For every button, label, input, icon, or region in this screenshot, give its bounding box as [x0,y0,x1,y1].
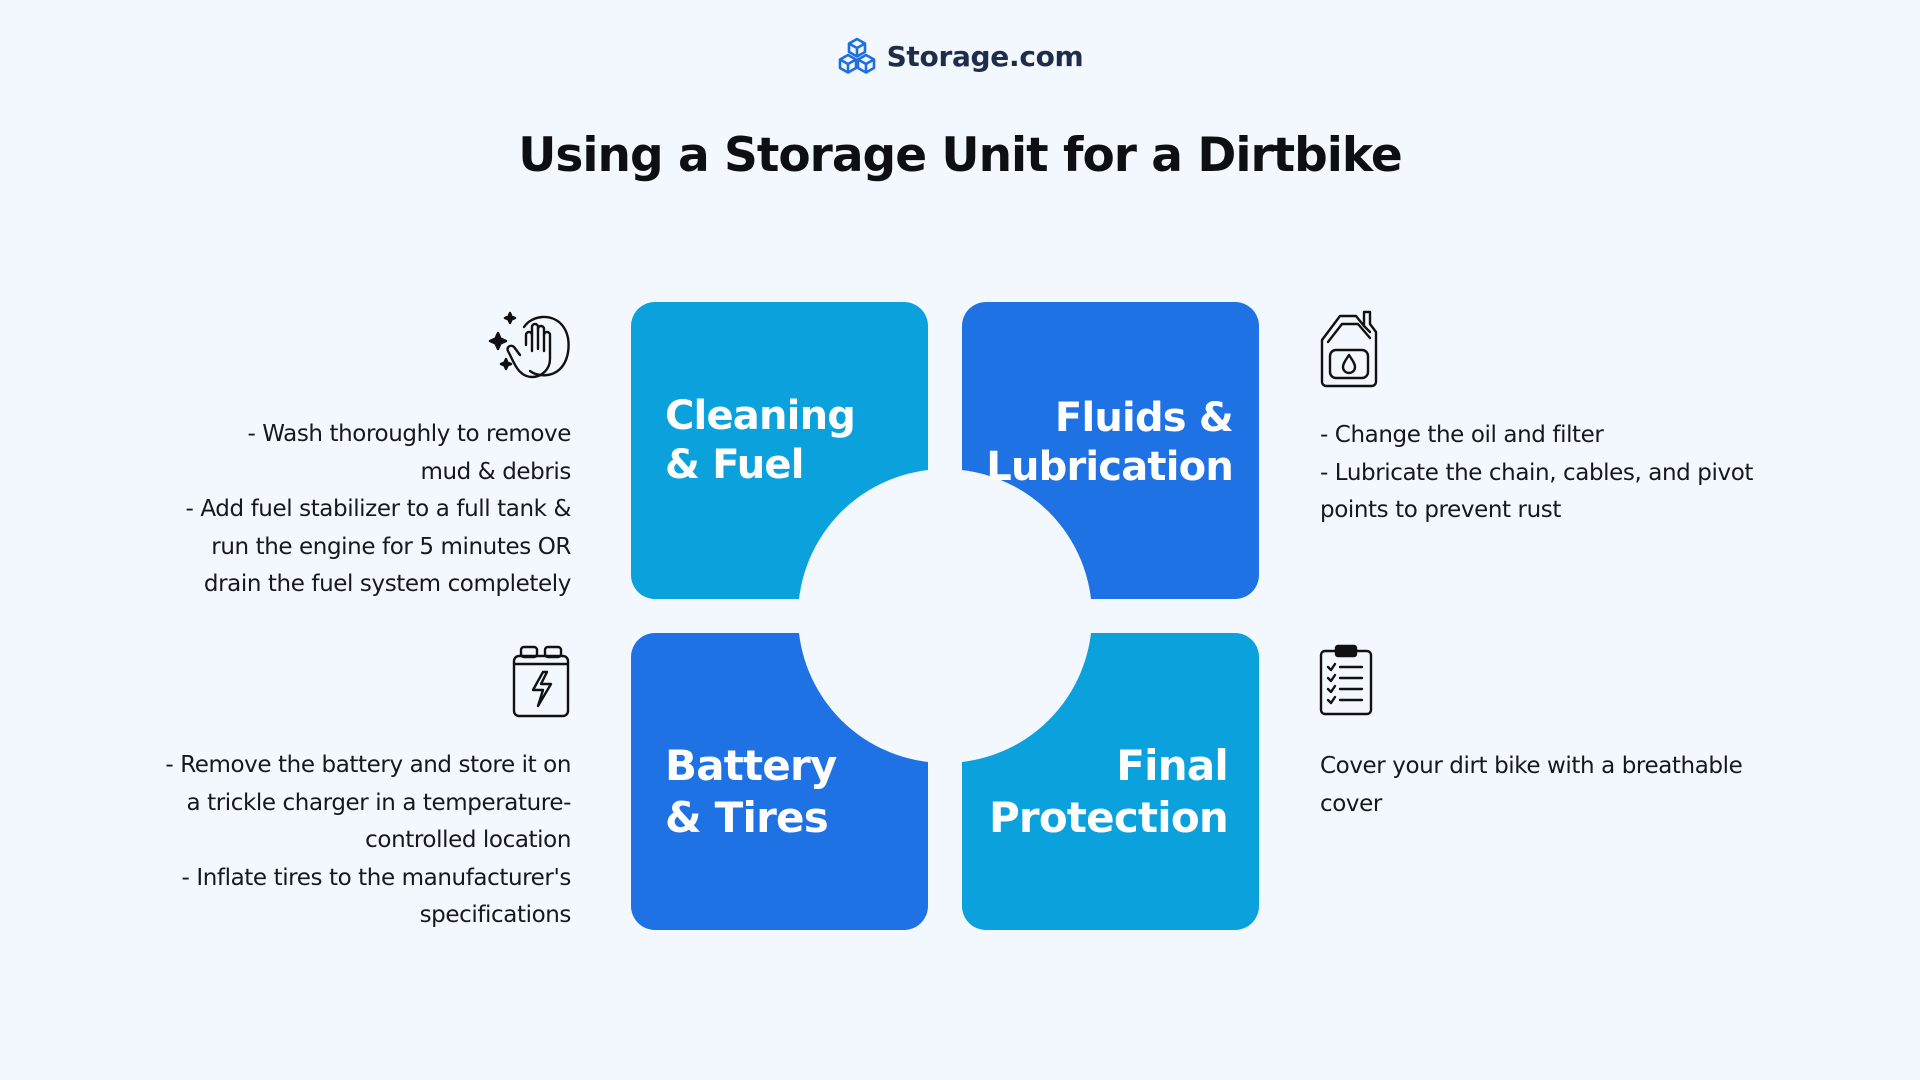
quadrant-final-protection [962,633,1259,930]
brand-logo: Storage.com [0,36,1920,76]
brand-name: Storage.com [886,39,1084,73]
oil-canister-icon [1320,310,1378,388]
description-battery-tires: - Remove the battery and store it on a t… [165,752,571,928]
quadrant-cleaning-fuel [631,302,928,599]
quadrant-label-battery-tires: Battery & Tires [665,741,837,842]
description-cleaning-fuel: - Wash thoroughly to remove mud & debris… [185,421,572,597]
quadrant-label-final-protection: Final Protection [988,741,1229,842]
quadrant-fluids-lubrication [962,302,1259,599]
four-quadrant-diagram [631,302,1259,930]
quadrant-battery-tires [631,633,928,930]
page-title: Using a Storage Unit for a Dirtbike [518,128,1403,183]
battery-charge-icon [512,645,570,718]
quadrant-label-fluids-lubrication: Fluids & Lubrication [986,395,1234,490]
clipboard-checklist-icon [1319,644,1373,716]
quadrant-label-cleaning-fuel: Cleaning & Fuel [665,393,856,488]
cubes-logo-icon [838,37,875,74]
description-fluids-lubrication: - Change the oil and filter - Lubricate … [1320,422,1753,523]
cleaning-hand-sparkle-icon [488,311,570,379]
description-final-protection: Cover your dirt bike with a breathable c… [1320,753,1743,817]
